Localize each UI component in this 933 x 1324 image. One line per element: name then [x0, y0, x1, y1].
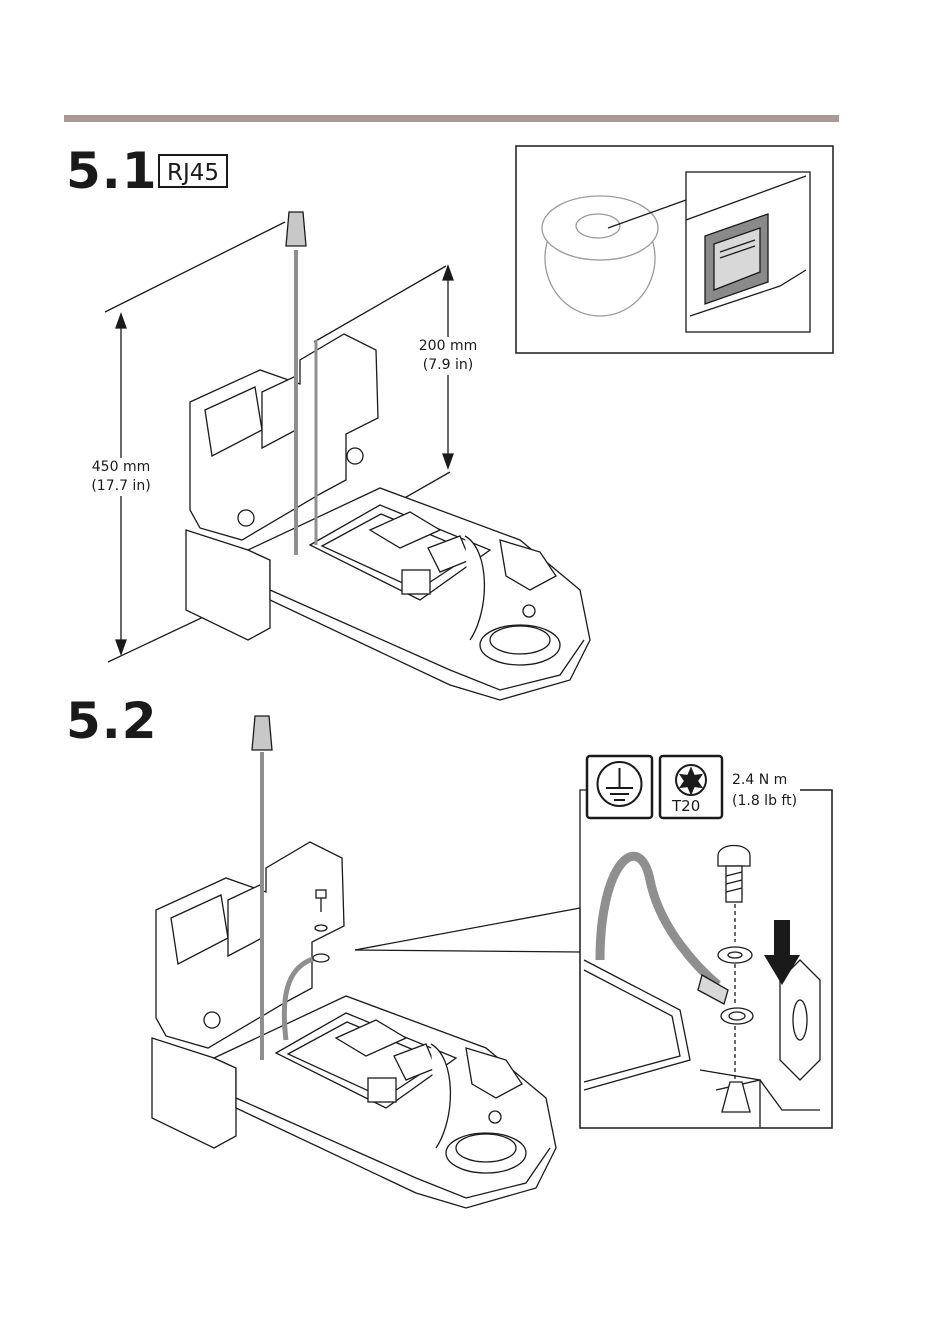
dimension-450mm-metric: 450 mm: [84, 458, 158, 477]
ground-wire: [600, 856, 718, 985]
dimension-450mm-imperial: (17.7 in): [84, 477, 158, 496]
torque-spec: 2.4 N m (1.8 lb ft): [732, 770, 797, 812]
dimension-200mm: 200 mm (7.9 in): [412, 337, 484, 375]
ground-lug: [698, 975, 753, 1024]
dimension-450mm: 450 mm (17.7 in): [84, 458, 158, 496]
bracket-5-1: [186, 334, 590, 700]
camera-dome-icon: [542, 196, 658, 316]
torque-imperial: (1.8 lb ft): [732, 791, 797, 812]
bracket-5-2: [152, 842, 556, 1208]
torx-bit-label: T20: [672, 797, 700, 815]
torque-value: 2.4 N m: [732, 770, 797, 791]
dimension-200mm-imperial: (7.9 in): [412, 356, 484, 375]
dimension-200mm-metric: 200 mm: [412, 337, 484, 356]
